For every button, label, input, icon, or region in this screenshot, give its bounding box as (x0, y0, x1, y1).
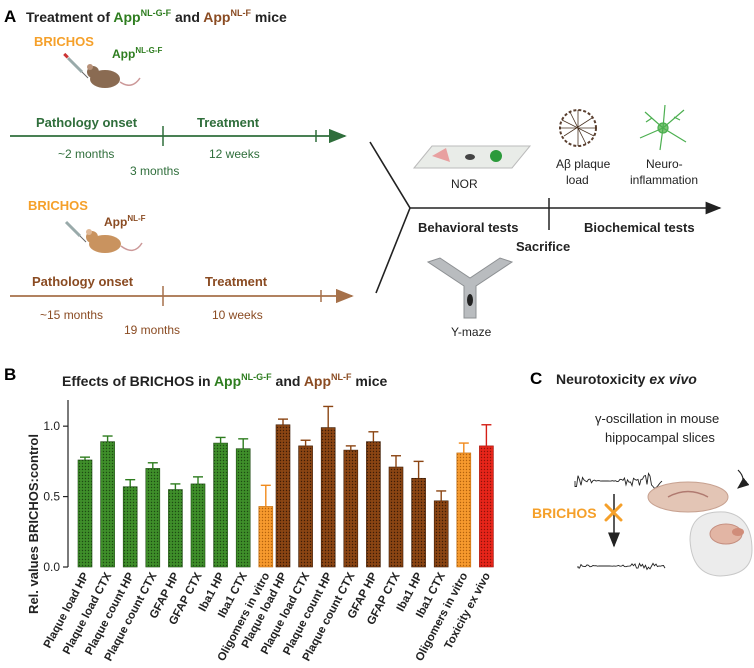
sacrifice-label: Sacrifice (516, 239, 570, 254)
mouse-icon (87, 64, 141, 88)
panel-b: B Effects of BRICHOS in AppNL-G-F and Ap… (4, 365, 494, 663)
bar (275, 424, 291, 568)
oscillation-trace-control (574, 472, 663, 489)
bar (213, 442, 228, 568)
top-brichos-label: BRICHOS (34, 34, 94, 49)
bar (145, 468, 161, 568)
panel-c-letter: C (530, 369, 542, 388)
bar (77, 459, 93, 568)
bar (343, 449, 359, 568)
bar (320, 427, 336, 568)
bar (235, 448, 251, 568)
panel-c-caption-line2: hippocampal slices (605, 430, 715, 445)
y-axis-label: Rel. values BRICHOS:control (26, 434, 41, 614)
microglia-icon (639, 104, 687, 151)
panel-c: C Neurotoxicity ex vivo γ-oscillation in… (530, 369, 753, 577)
bar (100, 441, 115, 568)
bar (456, 452, 472, 568)
plaque-icon (559, 109, 597, 147)
panel-c-title: Neurotoxicity ex vivo (556, 371, 697, 387)
plaque-label-line2: load (566, 173, 589, 187)
bar (168, 489, 183, 568)
convergence-lines (369, 141, 411, 294)
panel-b-letter: B (4, 365, 16, 384)
y-tick-label: 0.5 (43, 490, 60, 504)
block-x-icon (604, 503, 623, 522)
bar (388, 466, 404, 568)
y-tick-label: 0.0 (43, 560, 60, 574)
bottom-treatment-label: Treatment (205, 274, 268, 289)
bar (122, 486, 138, 568)
y-maze-icon (426, 257, 514, 319)
bar (366, 441, 381, 568)
top-onset-label: Pathology onset (36, 115, 138, 130)
panel-a: A Treatment of AppNL-G-F and AppNL-F mic… (4, 7, 722, 339)
y-ticks: 0.0 0.5 1.0 (43, 419, 68, 574)
nor-label: NOR (451, 177, 478, 191)
bottom-brichos-label: BRICHOS (28, 198, 88, 213)
bottom-treatment-time: 10 weeks (212, 308, 263, 322)
bar (479, 445, 494, 568)
bar (298, 445, 313, 568)
panel-a-title: Treatment of AppNL-G-F and AppNL-F mice (26, 8, 287, 25)
bottom-onset-time: ~15 months (40, 308, 103, 322)
syringe-icon (64, 220, 87, 243)
bottom-onset-label: Pathology onset (32, 274, 134, 289)
nor-arena-icon (412, 145, 532, 169)
neuro-label-line1: Neuro- (646, 157, 683, 171)
oscillation-trace-brichos (577, 562, 666, 571)
mouse-icon (86, 229, 143, 253)
neuro-label-line2: inflammation (630, 173, 698, 187)
bar (190, 483, 206, 568)
biochemical-tests-label: Biochemical tests (584, 220, 695, 235)
plaque-label-line1: Aβ plaque (556, 157, 611, 171)
top-mouse-label: AppNL-G-F (112, 46, 163, 61)
panel-c-brichos-label: BRICHOS (532, 505, 597, 521)
panel-c-caption-line1: γ-oscillation in mouse (595, 411, 719, 426)
bar (258, 506, 274, 568)
top-split-time: 3 months (130, 164, 179, 178)
top-treatment-time: 12 weeks (209, 147, 260, 161)
brain-slice-icon (647, 469, 750, 513)
top-onset-time: ~2 months (58, 147, 114, 161)
syringe-icon (63, 52, 89, 79)
bar (411, 477, 426, 568)
mouse-head-icon (689, 511, 753, 577)
bar (433, 500, 449, 568)
behavioral-tests-label: Behavioral tests (418, 220, 518, 235)
y-tick-label: 1.0 (43, 419, 60, 433)
panel-b-title: Effects of BRICHOS in AppNL-G-F and AppN… (62, 372, 388, 389)
y-maze-label: Y-maze (451, 325, 492, 339)
bottom-split-time: 19 months (124, 323, 180, 337)
top-treatment-label: Treatment (197, 115, 260, 130)
panel-a-letter: A (4, 7, 16, 26)
bars (77, 405, 494, 568)
bottom-mouse-label: AppNL-F (104, 214, 146, 229)
